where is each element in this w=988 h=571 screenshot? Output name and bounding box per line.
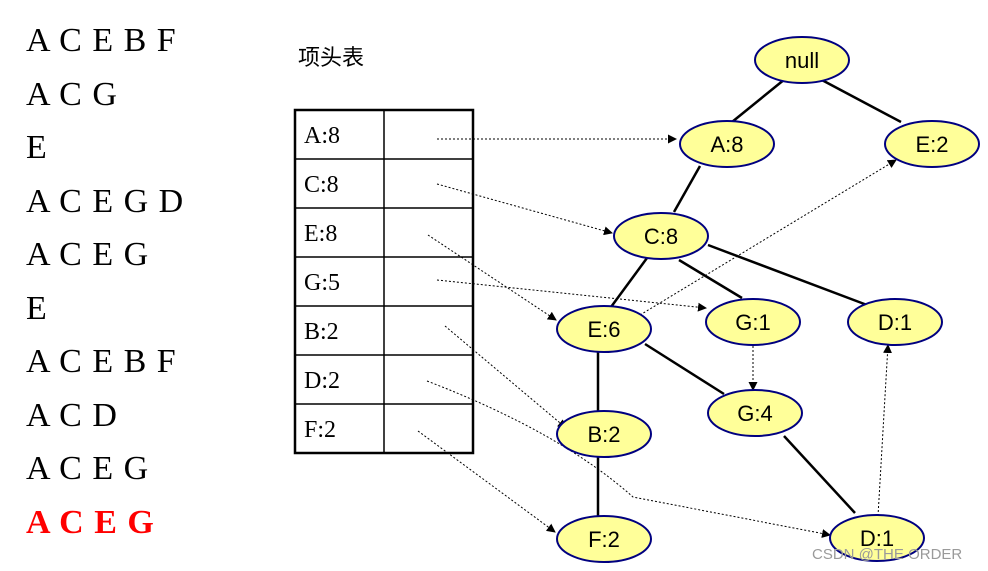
transaction-row: E (26, 289, 48, 327)
header-item-c: C:8 (304, 172, 339, 198)
node-e2-ellipse (884, 120, 980, 168)
node-null: null (754, 36, 850, 84)
link-header-e (427, 234, 557, 321)
link-e6-e2 (639, 159, 897, 316)
node-d1-upper-ellipse (847, 298, 943, 346)
node-f2-label: F:2 (588, 527, 620, 552)
transaction-list: A C E B F A C G E A C E G D A C E G E A … (26, 14, 184, 549)
transaction-row: A C E G (26, 236, 150, 273)
node-c8-ellipse (613, 212, 709, 260)
header-table: A:8 C:8 E:8 G:5 B:2 D:2 F:2 (293, 108, 475, 455)
node-d1-lower-ellipse (829, 514, 925, 562)
node-d1-lower-label: D:1 (860, 526, 894, 551)
node-a8-label: A:8 (710, 132, 743, 157)
edge-g4-d (783, 435, 856, 514)
node-a8-ellipse (679, 120, 775, 168)
node-e6-label: E:6 (587, 317, 620, 342)
link-header-g (436, 279, 707, 312)
node-e2-label: E:2 (915, 132, 948, 157)
watermark: CSDN @THE ORDER (812, 546, 963, 563)
header-item-g: G:5 (304, 270, 340, 296)
node-a8: A:8 (679, 120, 775, 168)
node-d1-upper-label: D:1 (878, 310, 912, 335)
node-b2: B:2 (556, 410, 652, 458)
node-b2-label: B:2 (587, 422, 620, 447)
node-g1-ellipse (705, 298, 801, 346)
edge-e-g4 (644, 342, 725, 396)
transaction-row: E (26, 129, 48, 166)
node-f2-ellipse (556, 515, 652, 563)
link-header-d (426, 380, 831, 538)
header-item-b: B:2 (304, 319, 339, 345)
node-c8: C:8 (613, 212, 709, 260)
transaction-row: A C E B F (26, 22, 177, 59)
node-g4-ellipse (707, 389, 803, 437)
node-e6: E:6 (556, 305, 652, 353)
node-null-label: null (785, 48, 819, 73)
edge-a-c (672, 165, 702, 213)
transaction-row-highlighted: A C E G (26, 503, 155, 541)
node-g1: G:1 (705, 298, 801, 346)
header-item-d: D:2 (304, 368, 340, 394)
header-item-f: F:2 (304, 417, 336, 443)
node-d1-upper: D:1 (847, 298, 943, 346)
node-e6-ellipse (556, 305, 652, 353)
header-table-title: 项头表 (298, 46, 365, 71)
link-d1-d1 (877, 344, 893, 517)
node-b2-ellipse (556, 410, 652, 458)
node-g4: G:4 (707, 389, 803, 437)
header-item-a: A:8 (304, 123, 340, 149)
edge-null-e (819, 77, 902, 124)
node-g4-label: G:4 (737, 401, 772, 426)
node-d1-lower: D:1 (829, 514, 925, 562)
node-g1-label: G:1 (735, 310, 770, 335)
node-links (417, 134, 897, 538)
node-c8-label: C:8 (644, 224, 678, 249)
transaction-row: A C E G D (26, 182, 185, 220)
link-header-f (417, 430, 556, 533)
node-e2: E:2 (884, 120, 980, 168)
transaction-row: A C D (26, 396, 118, 434)
header-item-e: E:8 (304, 221, 337, 247)
transaction-row: A C E G (26, 450, 150, 487)
transaction-row: A C G (26, 75, 118, 113)
tree-edges (596, 77, 902, 516)
edge-c-d1 (707, 243, 868, 307)
node-null-ellipse (754, 36, 850, 84)
edge-null-a (731, 78, 786, 123)
transaction-row: A C E B F (26, 343, 177, 380)
edge-c-g1 (678, 258, 743, 300)
node-f2: F:2 (556, 515, 652, 563)
